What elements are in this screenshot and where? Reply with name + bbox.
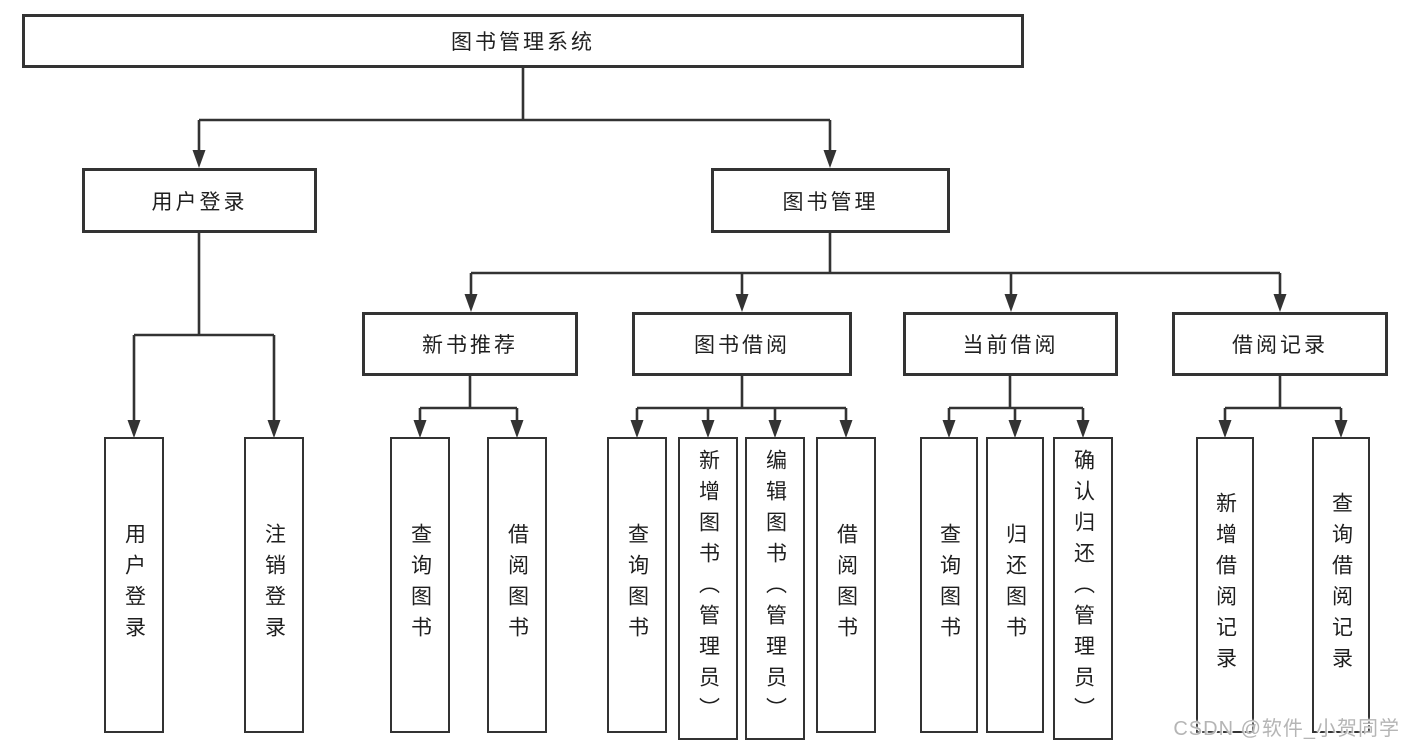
leaf-recommend-query-books-label: 查询图书: [408, 523, 432, 647]
leaf-user-login-label: 用户登录: [122, 523, 146, 647]
leaf-borrow-query-books: 查询图书: [607, 437, 667, 733]
leaf-current-query-books-label: 查询图书: [937, 523, 961, 647]
leaf-borrow-query-books-label: 查询图书: [625, 523, 649, 647]
leaf-edit-books-admin: 编辑图书（管理员）: [745, 437, 805, 740]
leaf-edit-books-admin-label: 编辑图书（管理员）: [763, 449, 787, 728]
leaf-borrow-books-label: 借阅图书: [834, 523, 858, 647]
node-borrowing-records-label: 借阅记录: [1232, 334, 1328, 357]
leaf-logout: 注销登录: [244, 437, 304, 733]
connector-trunks: [132, 68, 1343, 422]
node-book-management: 图书管理: [711, 168, 950, 233]
node-new-book-recommend: 新书推荐: [362, 312, 578, 376]
leaf-add-books-admin-label: 新增图书（管理员）: [696, 449, 720, 728]
leaf-recommend-borrow-books-label: 借阅图书: [505, 523, 529, 647]
node-current-borrowing: 当前借阅: [903, 312, 1118, 376]
leaf-confirm-return-admin-label: 确认归还（管理员）: [1071, 449, 1095, 728]
leaf-add-borrow-record-label: 新增借阅记录: [1213, 492, 1237, 678]
leaf-recommend-query-books: 查询图书: [390, 437, 450, 733]
leaf-return-books: 归还图书: [986, 437, 1044, 733]
leaf-query-borrow-record: 查询借阅记录: [1312, 437, 1370, 733]
leaf-return-books-label: 归还图书: [1003, 523, 1027, 647]
leaf-add-books-admin: 新增图书（管理员）: [678, 437, 738, 740]
leaf-borrow-books: 借阅图书: [816, 437, 876, 733]
csdn-watermark: CSDN @软件_小贺同学: [1173, 718, 1400, 740]
leaf-logout-label: 注销登录: [262, 523, 286, 647]
node-book-borrowing-label: 图书借阅: [694, 334, 790, 357]
node-library-system: 图书管理系统: [22, 14, 1024, 68]
leaf-confirm-return-admin: 确认归还（管理员）: [1053, 437, 1113, 740]
node-new-book-recommend-label: 新书推荐: [422, 334, 518, 357]
arrowheads: [127, 150, 1348, 438]
node-library-system-label: 图书管理系统: [451, 31, 595, 54]
leaf-user-login: 用户登录: [104, 437, 164, 733]
node-book-management-label: 图书管理: [782, 190, 879, 214]
leaf-recommend-borrow-books: 借阅图书: [487, 437, 547, 733]
leaf-current-query-books: 查询图书: [920, 437, 978, 733]
node-borrowing-records: 借阅记录: [1172, 312, 1388, 376]
leaf-query-borrow-record-label: 查询借阅记录: [1329, 492, 1353, 678]
node-user-login-branch-label: 用户登录: [151, 190, 248, 214]
node-user-login-branch: 用户登录: [82, 168, 317, 233]
node-book-borrowing: 图书借阅: [632, 312, 852, 376]
node-current-borrowing-label: 当前借阅: [962, 334, 1059, 357]
leaf-add-borrow-record: 新增借阅记录: [1196, 437, 1254, 733]
